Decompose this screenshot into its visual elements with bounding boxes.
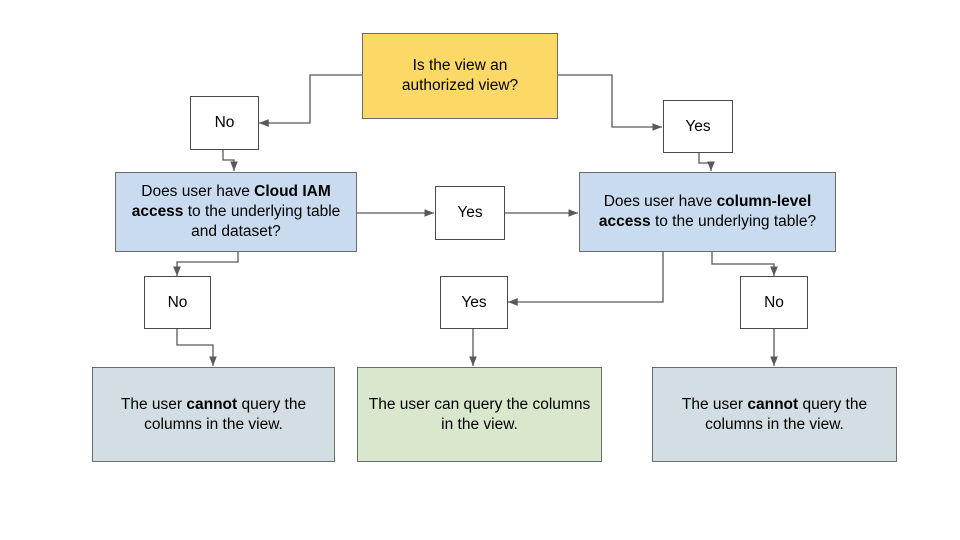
- node-no-top-left-label: No: [214, 114, 235, 132]
- node-no-right-lower-label: No: [764, 293, 784, 311]
- edge-no-to-iam: [222, 150, 238, 171]
- edge-start-to-no: [259, 74, 362, 127]
- node-yes-lower-middle-label: Yes: [461, 293, 487, 311]
- edge-iam-to-no: [173, 252, 239, 276]
- edge-yes-to-column: [698, 153, 715, 171]
- node-yes-middle[interactable]: Yes: [435, 186, 505, 240]
- node-outcome-cannot-query-left[interactable]: The user cannot query the columns in the…: [92, 367, 335, 462]
- node-outcome-cannot-query-left-label: The user cannot query the columns in the…: [120, 395, 307, 433]
- node-no-left-lower-label: No: [167, 293, 188, 311]
- node-outcome-cannot-query-right[interactable]: The user cannot query the columns in the…: [652, 367, 897, 462]
- edge-column-to-yes: [508, 252, 664, 306]
- node-column-level-access[interactable]: Does user have column-level access to th…: [579, 172, 836, 252]
- edge-no-to-deny-left: [176, 329, 217, 366]
- node-cloud-iam-access-label: Does user have Cloud IAM access to the u…: [131, 183, 341, 240]
- edge-column-to-no: [711, 252, 778, 276]
- node-no-top-left[interactable]: No: [190, 96, 259, 150]
- node-yes-lower-middle[interactable]: Yes: [440, 276, 508, 329]
- node-is-authorized-view[interactable]: Is the view an authorized view?: [362, 33, 558, 119]
- node-column-level-access-label: Does user have column-level access to th…: [598, 193, 817, 230]
- node-no-right-lower[interactable]: No: [740, 276, 808, 329]
- edge-start-to-yes: [558, 74, 662, 131]
- node-yes-top-right[interactable]: Yes: [663, 100, 733, 153]
- node-outcome-cannot-query-right-label: The user cannot query the columns in the…: [681, 395, 868, 433]
- node-yes-top-right-label: Yes: [685, 117, 711, 135]
- node-is-authorized-view-label: Is the view an authorized view?: [401, 57, 519, 94]
- node-no-left-lower[interactable]: No: [144, 276, 211, 329]
- node-yes-middle-label: Yes: [457, 204, 483, 222]
- node-outcome-can-query-label: The user can query the columns in the vi…: [368, 395, 591, 433]
- node-outcome-can-query[interactable]: The user can query the columns in the vi…: [357, 367, 602, 462]
- node-cloud-iam-access[interactable]: Does user have Cloud IAM access to the u…: [115, 172, 357, 252]
